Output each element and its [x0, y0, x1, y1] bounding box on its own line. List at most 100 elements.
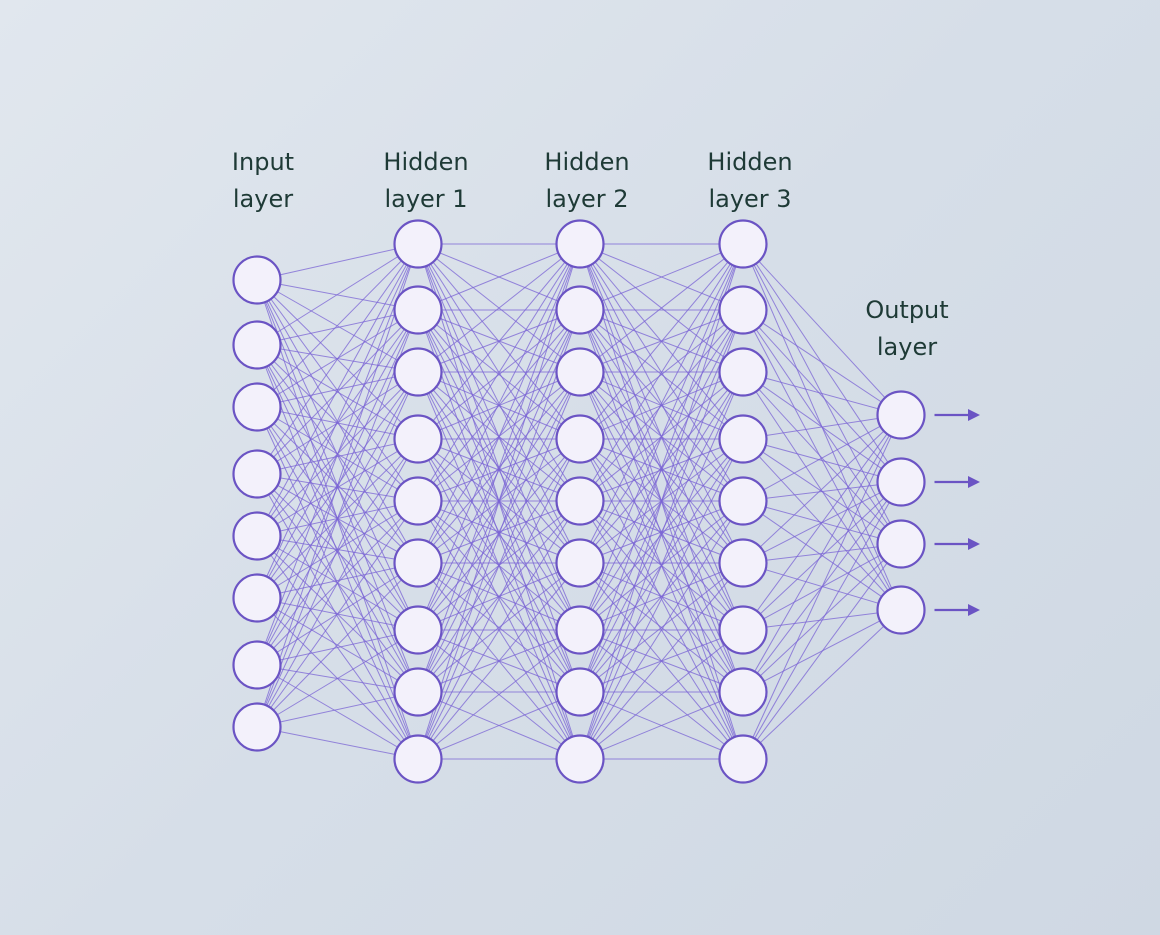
connection-hidden3-0-to-output-0	[742, 243, 902, 416]
input-neuron-7	[232, 640, 282, 690]
connection-input-7-to-hidden1-8	[256, 726, 419, 760]
connection-hidden3-7-to-output-2	[742, 543, 902, 693]
connection-hidden1-6-to-hidden2-1	[417, 309, 581, 631]
input-neuron-6	[232, 573, 282, 623]
hidden3-neuron-4	[718, 414, 768, 464]
connection-hidden1-3-to-hidden2-0	[417, 243, 581, 440]
input-label-line-1: Input	[232, 148, 294, 176]
hidden2-neuron-1	[555, 219, 605, 269]
connection-input-5-to-hidden1-0	[256, 243, 419, 599]
hidden2-neuron-3	[555, 347, 605, 397]
connection-hidden3-8-to-output-0	[742, 414, 902, 760]
connection-hidden3-4-to-output-0	[742, 414, 902, 502]
input-neuron-1	[232, 255, 282, 305]
hidden1-neuron-7	[393, 605, 443, 655]
connection-input-2-to-hidden1-0	[256, 243, 419, 408]
input-neuron-4	[232, 449, 282, 499]
input-neuron-5	[232, 511, 282, 561]
connection-hidden1-8-to-hidden2-5	[417, 562, 581, 760]
arrow-right-icon	[968, 538, 980, 550]
hidden1-neuron-2	[393, 285, 443, 335]
connection-hidden1-3-to-hidden2-1	[417, 309, 581, 440]
connection-hidden1-8-to-hidden2-2	[417, 371, 581, 760]
connection-hidden2-8-to-hidden3-3	[579, 438, 744, 760]
connection-hidden2-4-to-hidden3-0	[579, 243, 744, 502]
connection-hidden2-7-to-hidden3-2	[579, 371, 744, 693]
connection-input-7-to-hidden1-1	[256, 309, 419, 728]
connection-hidden2-8-to-hidden3-1	[579, 309, 744, 760]
connection-hidden3-3-to-output-0	[742, 414, 902, 440]
connection-input-1-to-hidden1-1	[256, 309, 419, 346]
connection-input-0-to-hidden1-0	[256, 243, 419, 281]
connection-input-3-to-hidden1-1	[256, 309, 419, 475]
output-neuron-4	[876, 585, 926, 635]
connection-hidden1-8-to-hidden2-6	[417, 629, 581, 760]
connection-hidden2-8-to-hidden3-6	[579, 629, 744, 760]
arrow-right-icon	[968, 476, 980, 488]
connection-hidden1-8-to-hidden2-1	[417, 309, 581, 760]
connection-hidden3-4-to-output-1	[742, 481, 902, 502]
hidden3-neuron-3	[718, 347, 768, 397]
connection-hidden2-8-to-hidden3-2	[579, 371, 744, 760]
connection-hidden2-3-to-hidden3-0	[579, 243, 744, 440]
connections-group	[256, 243, 902, 760]
connection-input-6-to-hidden1-1	[256, 309, 419, 666]
neurons-group	[232, 219, 926, 784]
connection-input-5-to-hidden1-5	[256, 562, 419, 599]
hidden1-neuron-1	[393, 219, 443, 269]
hidden3-neuron-6	[718, 538, 768, 588]
connection-hidden2-7-to-hidden3-0	[579, 243, 744, 693]
connection-input-7-to-hidden1-2	[256, 371, 419, 728]
hidden1-neuron-5	[393, 476, 443, 526]
output-label-line-1: Output	[865, 296, 948, 324]
connection-hidden3-6-to-output-1	[742, 481, 902, 631]
connection-hidden2-6-to-hidden3-1	[579, 309, 744, 631]
hidden1-label-line-2: layer 1	[384, 185, 467, 213]
connection-input-7-to-hidden1-5	[256, 562, 419, 728]
input-neuron-3	[232, 382, 282, 432]
connection-hidden3-8-to-output-3	[742, 609, 902, 760]
connection-hidden3-1-to-output-0	[742, 309, 902, 416]
connection-hidden1-6-to-hidden2-0	[417, 243, 581, 631]
connection-hidden2-4-to-hidden3-1	[579, 309, 744, 502]
hidden3-label-line-2: layer 3	[708, 185, 791, 213]
hidden2-neuron-6	[555, 538, 605, 588]
arrow-right-icon	[968, 409, 980, 421]
arrow-right-icon	[968, 604, 980, 616]
hidden1-neuron-4	[393, 414, 443, 464]
hidden1-neuron-6	[393, 538, 443, 588]
connection-input-7-to-hidden1-6	[256, 629, 419, 728]
connection-hidden2-8-to-hidden3-5	[579, 562, 744, 760]
hidden3-neuron-9	[718, 734, 768, 784]
connection-hidden3-3-to-output-1	[742, 438, 902, 483]
output-neuron-2	[876, 457, 926, 507]
hidden2-neuron-9	[555, 734, 605, 784]
hidden1-neuron-3	[393, 347, 443, 397]
connection-hidden1-7-to-hidden2-5	[417, 562, 581, 693]
hidden1-label-line-1: Hidden	[383, 148, 468, 176]
connection-hidden1-4-to-hidden2-0	[417, 243, 581, 502]
hidden1-neuron-9	[393, 734, 443, 784]
hidden2-neuron-7	[555, 605, 605, 655]
hidden3-neuron-1	[718, 219, 768, 269]
hidden2-neuron-2	[555, 285, 605, 335]
connection-hidden2-8-to-hidden3-4	[579, 500, 744, 760]
connection-hidden1-5-to-hidden2-0	[417, 243, 581, 564]
connection-input-6-to-hidden1-3	[256, 438, 419, 666]
connection-hidden2-7-to-hidden3-5	[579, 562, 744, 693]
input-neuron-2	[232, 320, 282, 370]
connection-hidden1-7-to-hidden2-2	[417, 371, 581, 693]
connection-hidden3-8-to-output-1	[742, 481, 902, 760]
connection-hidden2-5-to-hidden3-0	[579, 243, 744, 564]
output-label-line-2: layer	[877, 333, 937, 361]
connection-hidden1-2-to-hidden2-0	[417, 243, 581, 373]
hidden3-neuron-8	[718, 667, 768, 717]
connection-input-3-to-hidden1-0	[256, 243, 419, 475]
hidden3-neuron-5	[718, 476, 768, 526]
hidden3-neuron-2	[718, 285, 768, 335]
hidden1-neuron-8	[393, 667, 443, 717]
connection-input-4-to-hidden1-0	[256, 243, 419, 537]
connection-hidden1-8-to-hidden2-4	[417, 500, 581, 760]
connection-hidden3-6-to-output-0	[742, 414, 902, 631]
